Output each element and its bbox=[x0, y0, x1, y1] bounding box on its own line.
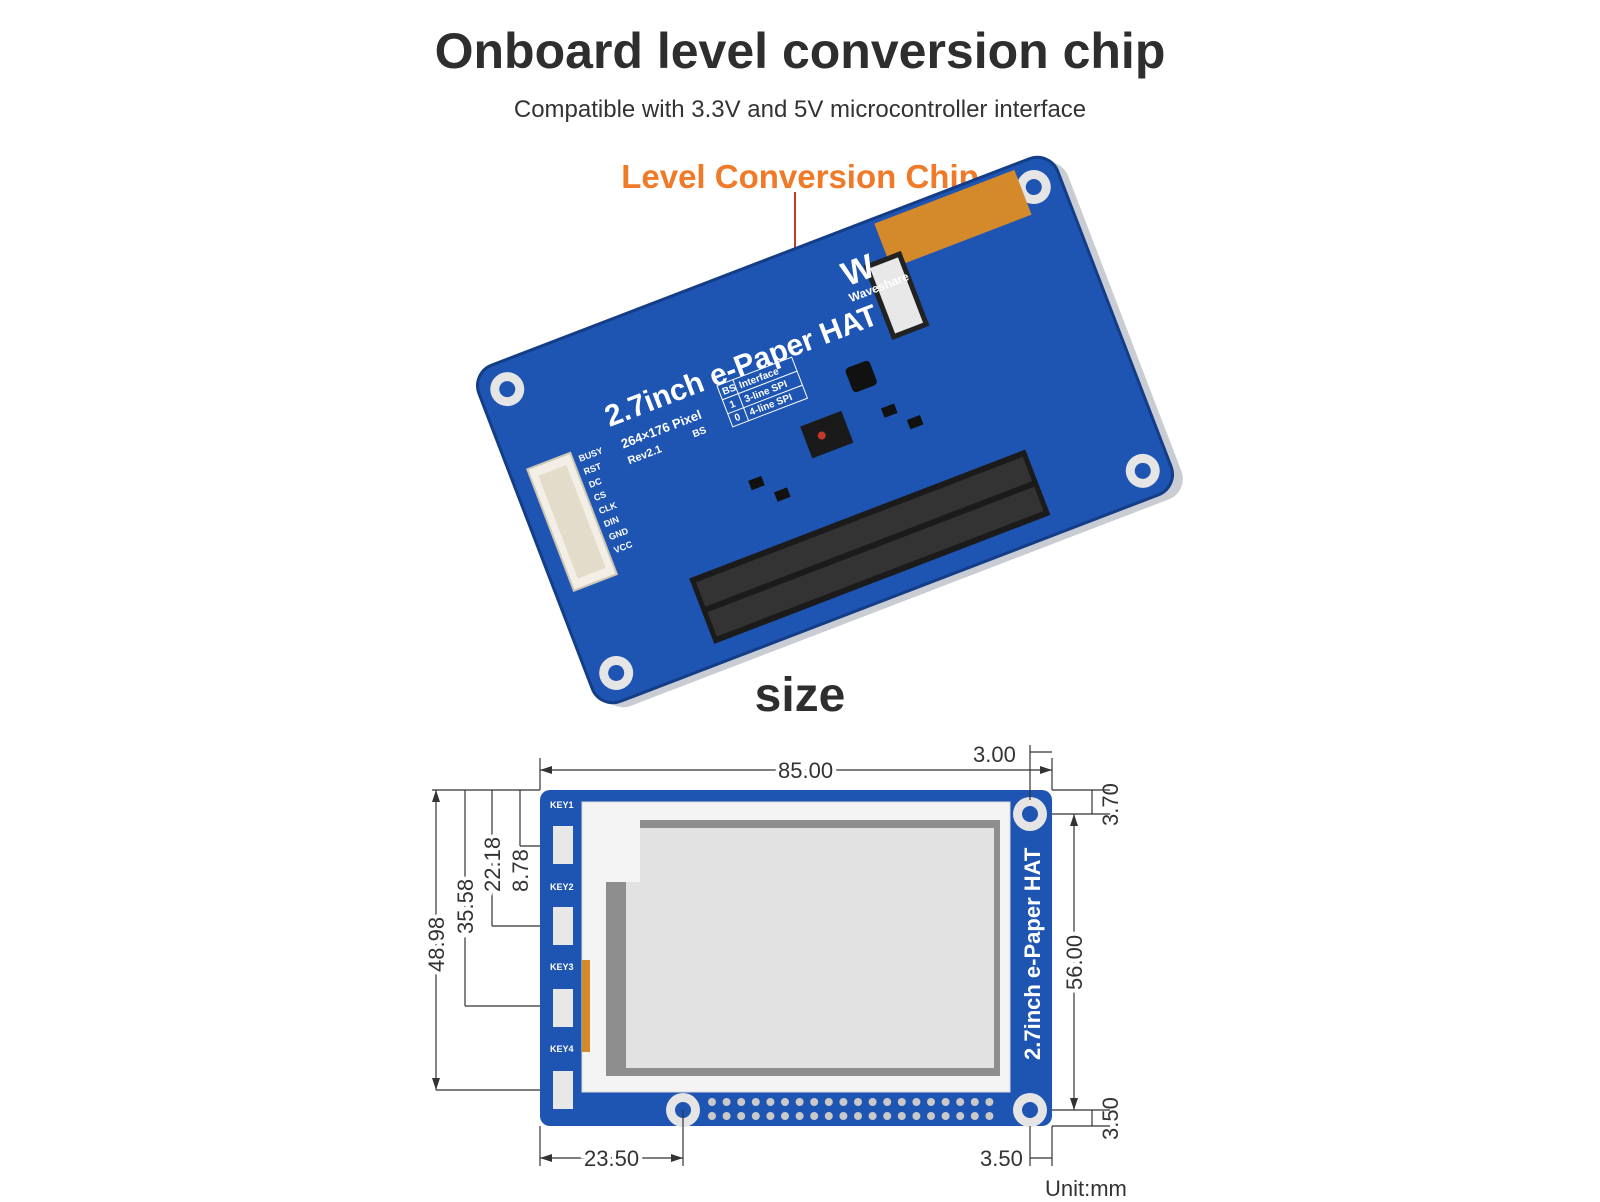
gpio-pin bbox=[751, 1098, 760, 1106]
level-conversion-chip bbox=[800, 410, 854, 459]
gpio-pin bbox=[839, 1112, 848, 1120]
gpio-pin bbox=[970, 1098, 979, 1106]
size-gpio-pins bbox=[708, 1098, 994, 1120]
gpio-pin bbox=[883, 1098, 892, 1106]
gpio-pin bbox=[810, 1112, 819, 1120]
gpio-pin bbox=[970, 1112, 979, 1120]
dim-left-22: 22.18 bbox=[480, 837, 505, 892]
gpio-pin bbox=[737, 1112, 746, 1120]
key1-label: KEY1 bbox=[550, 800, 574, 810]
key4-label: KEY4 bbox=[550, 1044, 574, 1054]
key2-button bbox=[553, 907, 573, 945]
gpio-pin bbox=[868, 1112, 877, 1120]
gpio-pin bbox=[839, 1098, 848, 1106]
bs-table-cell-0-0: 1 bbox=[728, 399, 738, 411]
gpio-pin bbox=[737, 1098, 746, 1106]
size-mounting-holes bbox=[666, 797, 1047, 1127]
key3-label: KEY3 bbox=[550, 962, 574, 972]
gpio-pin bbox=[897, 1112, 906, 1120]
key1-button bbox=[553, 826, 573, 864]
gpio-pin bbox=[854, 1098, 862, 1106]
dim-right-height: 56.00 bbox=[1062, 935, 1087, 990]
dim-left-48: 48.98 bbox=[424, 917, 449, 972]
pin-label-dc: DC bbox=[587, 476, 603, 490]
page-subtitle: Compatible with 3.3V and 5V microcontrol… bbox=[513, 96, 1087, 123]
size-title: size bbox=[754, 669, 846, 722]
gpio-pin bbox=[708, 1112, 716, 1120]
gpio-pin bbox=[751, 1112, 760, 1120]
gpio-pin bbox=[722, 1098, 731, 1106]
gpio-pin bbox=[810, 1098, 819, 1106]
gpio-pin bbox=[795, 1112, 804, 1120]
dim-right-top-margin: 3.70 bbox=[1098, 783, 1123, 826]
gpio-pin bbox=[941, 1098, 950, 1106]
unit-label: Unit:mm bbox=[1045, 1176, 1127, 1201]
gpio-pin bbox=[766, 1098, 775, 1106]
key2-label: KEY2 bbox=[550, 882, 574, 892]
gpio-pin bbox=[868, 1098, 877, 1106]
dim-top-right-margin: 3.00 bbox=[973, 742, 1016, 767]
size-board-label: 2.7inch e-Paper HAT bbox=[1020, 847, 1045, 1060]
gpio-pin bbox=[897, 1098, 906, 1106]
gpio-pin bbox=[912, 1112, 921, 1120]
key3-button bbox=[553, 989, 573, 1027]
silk-bs-label: BS bbox=[691, 425, 708, 440]
dim-right-bottom-margin: 3.50 bbox=[1098, 1097, 1123, 1140]
gpio-pin bbox=[766, 1112, 775, 1120]
mounting-holes bbox=[490, 170, 1160, 690]
bs-table-cell-1-0: 0 bbox=[733, 412, 743, 424]
gpio-pin bbox=[956, 1112, 965, 1120]
gpio-pin bbox=[927, 1112, 935, 1120]
gpio-pin bbox=[824, 1112, 833, 1120]
gpio-pin bbox=[781, 1098, 789, 1106]
pcb-board: 2.7inch e-Paper HAT 264×176 Pixel Rev2.1… bbox=[476, 155, 1183, 708]
dim-left-8: 8.78 bbox=[508, 849, 533, 892]
gpio-pin bbox=[956, 1098, 965, 1106]
gpio-pin bbox=[912, 1098, 921, 1106]
bs-table-header-0: BS bbox=[721, 382, 738, 397]
keys: KEY1 KEY2 KEY3 KEY4 bbox=[550, 800, 574, 1109]
gpio-pin bbox=[941, 1112, 950, 1120]
key4-button bbox=[553, 1071, 573, 1109]
dim-top-width: 85.00 bbox=[778, 758, 833, 783]
gpio-pin bbox=[985, 1112, 994, 1120]
gpio-pin bbox=[985, 1098, 994, 1106]
pin-label-cs: CS bbox=[592, 489, 607, 503]
dim-bottom-left: 23.50 bbox=[584, 1146, 639, 1171]
gpio-pin bbox=[927, 1098, 935, 1106]
callout-label: Level Conversion Chip bbox=[621, 158, 979, 195]
gpio-pin bbox=[795, 1098, 804, 1106]
fpc-edge bbox=[582, 960, 590, 1052]
dim-bottom-right: 3.50 bbox=[980, 1146, 1023, 1171]
gpio-pin bbox=[824, 1098, 833, 1106]
gpio-pin bbox=[781, 1112, 789, 1120]
gpio-pin bbox=[708, 1098, 716, 1106]
gpio-pin bbox=[883, 1112, 892, 1120]
dim-left-35: 35.58 bbox=[453, 879, 478, 934]
fpc-ribbon bbox=[874, 169, 1032, 269]
gpio-pin bbox=[722, 1112, 731, 1120]
page-title: Onboard level conversion chip bbox=[434, 23, 1166, 79]
gpio-pin bbox=[854, 1112, 862, 1120]
